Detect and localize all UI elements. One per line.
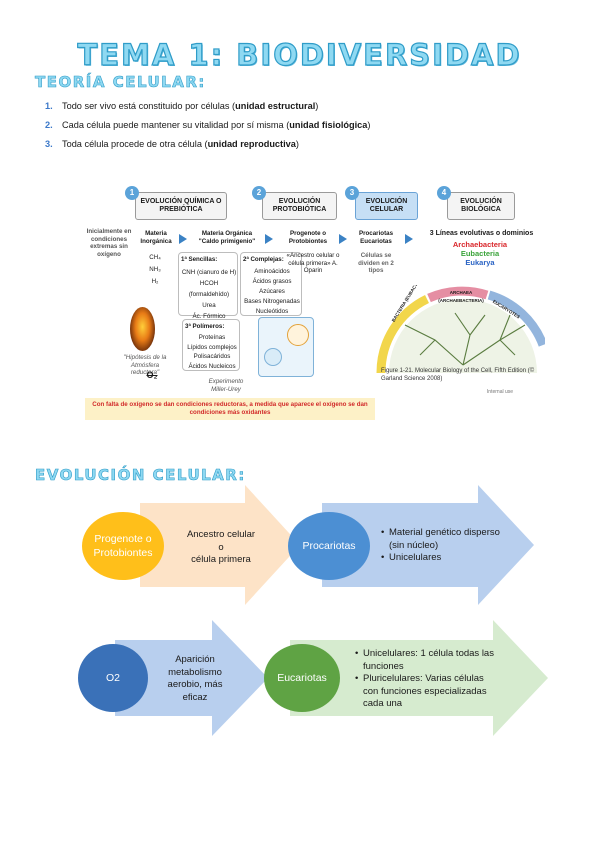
miller-urey-apparatus-image [258,317,314,377]
circle-eucariotas: Eucariotas [264,644,340,712]
oxygen-footer-note: Con falta de oxígeno se dan condiciones … [85,398,375,420]
procariotas-eucariotas-label: Procariotas Eucariotas [358,230,394,245]
list-item: Pluricelulares: Varias células con funci… [355,673,495,711]
o2-crossed: O₂ [146,370,158,380]
procariotas-features: Material genético disperso (sin núcleo) … [381,527,501,565]
page-title: TEMA 1: BIODIVERSIDAD [77,37,522,72]
materia-inorganica: Materia Inorgánica [140,230,172,245]
inorganic-formulas: CH₄ NH₃ H₂ [149,254,161,285]
volcanic-atmosphere-image [130,307,155,351]
polymers-box: 3ª Polímeros: Proteínas Lípidos complejo… [182,319,240,371]
arrow-icon [339,234,347,244]
experiment-text: Experimento Miller-Urey [208,378,244,393]
domain-archaebacteria: Archaebacteria [452,240,508,249]
arrow-icon [405,234,413,244]
aparicion-text: Aparición metabolismo aerobio, más efica… [167,654,223,703]
phylogenetic-tree-svg [376,286,545,373]
progenote-label: Progenote o Protobiontes [288,230,328,245]
evolution-figure: 1 EVOLUCIÓN QUÍMICA O PREBIÓTICA 2 EVOLU… [85,182,545,420]
stage-4: 4 EVOLUCIÓN BIOLÓGICA [437,186,515,224]
domain-eukarya: Eukarya [465,258,495,267]
materia-organica: Materia Orgánica "Caldo primigenio" [198,230,256,245]
arrow-icon [179,234,187,244]
list-item: 1.Todo ser vivo está constituido por cél… [45,101,319,111]
circle-progenote: Progenote o Protobiontes [82,512,164,580]
stage-1: 1 EVOLUCIÓN QUÍMICA O PREBIÓTICA [125,186,227,224]
list-item: Unicelulares: 1 célula todas las funcion… [355,648,495,673]
ancestro-text: Ancestro celular o célula primera [186,529,256,565]
hypothesis-text: "Hipótesis de la Atmósfera reductora" [123,354,167,376]
section-heading-teoria-celular: TEORÍA CELULAR: [35,73,206,92]
procariotas-note: Células se dividen en 2 tipos [358,252,394,274]
arrow-icon [265,234,273,244]
list-item: Material genético disperso (sin núcleo) [381,527,501,552]
list-item: Unicelulares [381,552,501,565]
internal-use: Internal use [486,389,514,395]
conditions-text: Inicialmente en condiciones extremas sin… [86,228,132,258]
cell-theory-list: 1.Todo ser vivo está constituido por cél… [45,97,565,154]
simple-molecules-box: 1ª Sencillas: CNH (cianuro de H) HCOH (f… [178,252,238,320]
phylogenetic-tree-image: BACTERIA (EUBACTERIA) ARCHAEA (ARCHAEBAC… [375,285,545,373]
domain-eubacteria: Eubacteria [460,249,500,258]
list-item: 2.Cada célula puede mantener su vitalida… [45,120,371,130]
lines-title: 3 Líneas evolutivas o dominios [429,230,534,237]
stage-2: 2 EVOLUCIÓN PROTOBIÓTICA [252,186,337,224]
domains-list: Archaebacteria Eubacteria Eukarya [430,240,530,267]
section-heading-evolucion-celular: EVOLUCIÓN CELULAR: [35,466,246,485]
list-item: 3.Toda célula procede de otra célula (un… [45,139,299,149]
stage-3: 3 EVOLUCIÓN CELULAR [345,186,418,224]
complex-molecules-box: 2ª Complejas: Aminoácidos Ácidos grasos … [240,252,302,316]
circle-procariotas: Procariotas [288,512,370,580]
figure-caption: Figure 1-21. Molecular Biology of the Ce… [381,368,535,382]
eucariotas-features: Unicelulares: 1 célula todas las funcion… [355,648,495,711]
progenote-note: «Ancestro celular o célula primera» A. O… [286,252,340,274]
circle-o2: O2 [78,644,148,712]
